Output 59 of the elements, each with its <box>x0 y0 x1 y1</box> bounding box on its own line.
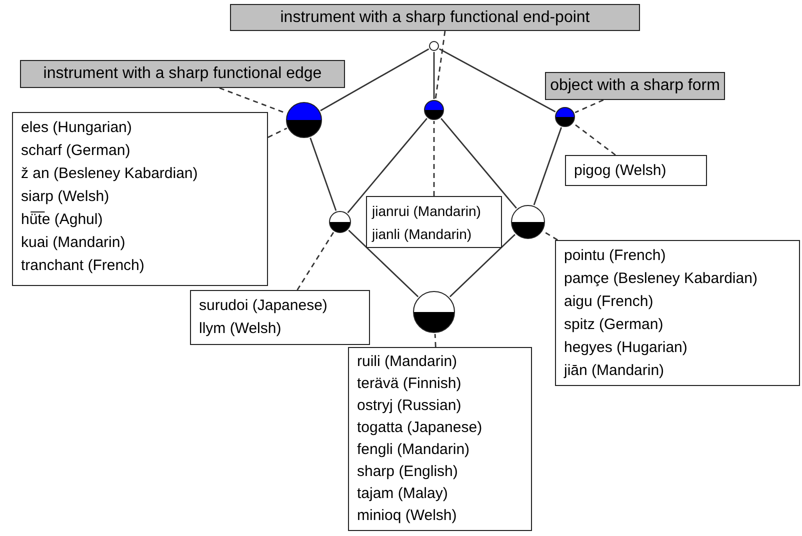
word-label: ž an (Besleney Kabardian) <box>21 164 198 184</box>
object-label-box <box>12 112 268 286</box>
concept-circle <box>286 102 322 138</box>
word-label: minioq (Welsh) <box>357 506 457 526</box>
connector-line <box>533 127 562 206</box>
word-label: ostryj (Russian) <box>357 396 462 416</box>
concept-circle <box>424 100 444 120</box>
word-label: llym (Welsh) <box>199 319 282 339</box>
attribute-label: instrument with a sharp functional end-point <box>230 4 640 31</box>
object-label-box <box>348 347 532 531</box>
word-label: jiān (Mandarin) <box>564 361 664 381</box>
leader-line <box>296 232 334 290</box>
word-label: sharp (English) <box>357 462 458 482</box>
connector-line <box>347 118 428 214</box>
concept-circle <box>413 291 455 333</box>
attribute-label: object with a sharp form <box>545 72 725 100</box>
leader-line <box>268 128 288 138</box>
connector-line <box>348 230 419 298</box>
word-label: fengli (Mandarin) <box>357 440 470 460</box>
word-label: togatta (Japanese) <box>357 418 482 438</box>
object-label-box <box>190 290 370 345</box>
connector-line <box>440 118 517 209</box>
word-label: hü͞te (Aghul) <box>21 210 103 230</box>
connector-line <box>310 138 337 211</box>
word-label: ruili (Mandarin) <box>357 352 458 372</box>
object-label-box <box>366 196 502 248</box>
object-label-box <box>555 240 800 386</box>
leader-line <box>573 123 616 156</box>
connector-line <box>449 234 516 298</box>
word-label: hegyes (Hugarian) <box>564 338 688 358</box>
leader-line <box>434 334 436 348</box>
concept-circle <box>511 205 545 239</box>
connector-line <box>433 52 435 99</box>
word-label: jianli (Mandarin) <box>372 225 472 244</box>
leader-line <box>543 230 558 241</box>
concept-circle <box>555 107 575 127</box>
word-label: pigog (Welsh) <box>574 161 666 181</box>
concept-circle <box>329 211 351 233</box>
word-label: kuai (Mandarin) <box>21 233 126 253</box>
word-label: surudoi (Japanese) <box>199 296 328 316</box>
word-label: jianrui (Mandarin) <box>372 202 481 221</box>
concept-circle <box>429 41 439 51</box>
word-label: pointu (French) <box>564 246 666 266</box>
word-label: eles (Hungarian) <box>21 118 132 138</box>
word-label: tajam (Malay) <box>357 484 448 504</box>
connector-line <box>320 48 430 112</box>
word-label: terävä (Finnish) <box>357 374 462 394</box>
word-label: tranchant (French) <box>21 256 144 276</box>
word-label: aigu (French) <box>564 292 654 312</box>
word-label: scharf (German) <box>21 141 130 161</box>
word-label: pamçe (Besleney Kabardian) <box>564 269 758 289</box>
object-label-box <box>565 155 707 186</box>
attribute-label: instrument with a sharp functional edge <box>20 60 345 88</box>
word-label: siarp (Welsh) <box>21 187 110 207</box>
leader-line <box>574 99 604 114</box>
leader-line <box>434 30 446 100</box>
word-label: spitz (German) <box>564 315 664 335</box>
leader-line <box>433 121 435 196</box>
connector-line <box>438 48 556 112</box>
